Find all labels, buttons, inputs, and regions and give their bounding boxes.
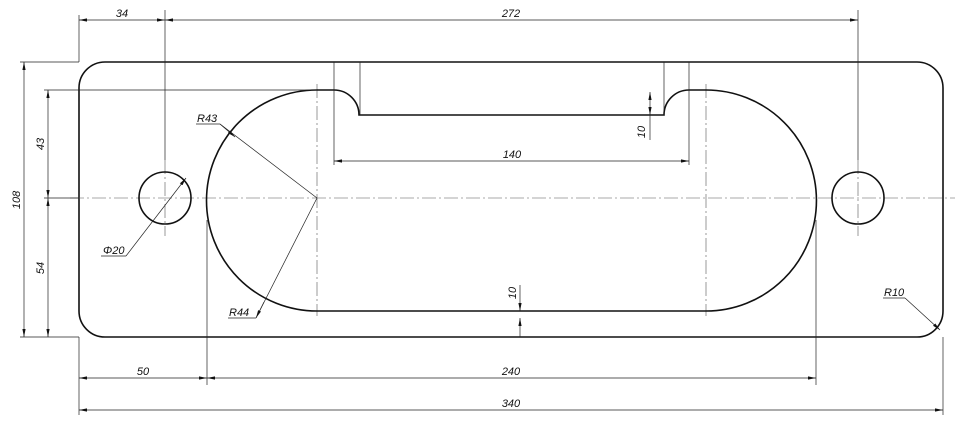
dim-bottom-gap: 10 xyxy=(507,286,519,299)
leader-lines xyxy=(101,123,941,331)
dim-hole-spacing: 272 xyxy=(501,8,520,20)
dim-hole-diameter: Φ20 xyxy=(103,245,125,257)
dim-corner-radius: R10 xyxy=(884,287,905,299)
dim-left-hole-offset: 34 xyxy=(116,8,128,20)
dim-slot-width: 140 xyxy=(503,149,522,161)
dim-lower-radius: R44 xyxy=(229,307,249,319)
dim-overall-width: 340 xyxy=(502,398,521,410)
dimension-lines xyxy=(22,18,943,412)
dim-left-margin: 50 xyxy=(137,366,150,378)
left-hole xyxy=(138,171,192,225)
dim-lower-offset: 54 xyxy=(35,262,47,274)
plate-outline xyxy=(78,61,944,338)
dim-cutout-width: 240 xyxy=(501,366,521,378)
dim-upper-offset: 43 xyxy=(35,137,47,150)
central-cutout xyxy=(205,89,818,312)
dim-overall-height: 108 xyxy=(11,190,23,209)
right-hole xyxy=(831,171,885,225)
dimension-labels: 34 272 108 43 54 Φ20 R43 R44 140 10 10 R… xyxy=(11,8,905,410)
dim-upper-radius: R43 xyxy=(197,113,218,125)
dim-slot-depth: 10 xyxy=(636,125,648,138)
extension-lines xyxy=(20,10,944,415)
